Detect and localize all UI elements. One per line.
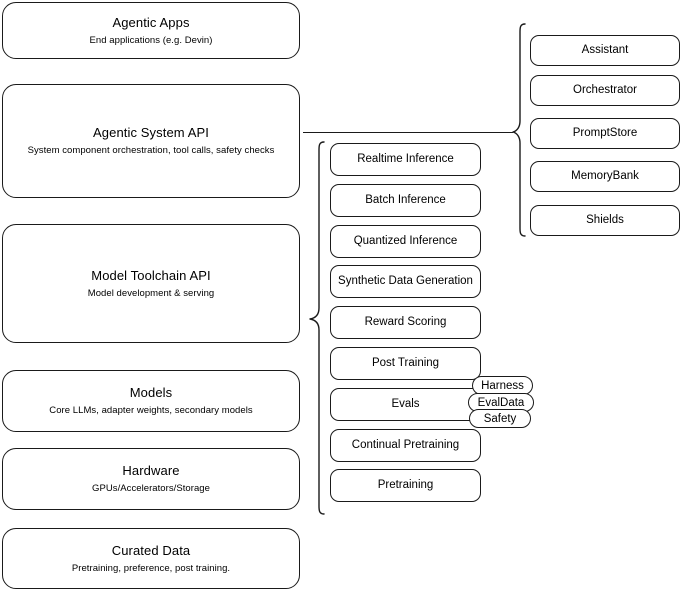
layer-title: Agentic System API (93, 125, 209, 140)
capability-box-realtime-inference[interactable]: Realtime Inference (330, 143, 481, 176)
eval-badge-label: Safety (483, 412, 517, 425)
capability-box-evals[interactable]: Evals (330, 388, 481, 421)
component-box-memorybank[interactable]: MemoryBank (530, 161, 680, 192)
layer-box-models[interactable]: Models Core LLMs, adapter weights, secon… (2, 370, 300, 432)
capability-box-batch-inference[interactable]: Batch Inference (330, 184, 481, 217)
capability-box-synthetic-data-generation[interactable]: Synthetic Data Generation (330, 265, 481, 298)
component-box-shields[interactable]: Shields (530, 205, 680, 236)
capability-label: Reward Scoring (364, 316, 447, 328)
eval-badge-label: EvalData (477, 396, 525, 409)
component-label: Shields (586, 214, 624, 226)
layer-title: Agentic Apps (112, 14, 190, 30)
layer-title: Model Toolchain API (91, 267, 211, 283)
layer-box-agentic-apps[interactable]: Agentic Apps End applications (e.g. Devi… (2, 2, 300, 59)
layer-subtitle: System component orchestration, tool cal… (27, 145, 275, 156)
brace-toolchain-capabilities (309, 141, 325, 515)
capability-box-pretraining[interactable]: Pretraining (330, 469, 481, 502)
capability-label: Realtime Inference (357, 153, 454, 165)
eval-badge-label: Harness (481, 379, 524, 392)
component-label: PromptStore (572, 127, 638, 139)
component-label: MemoryBank (571, 170, 639, 182)
layer-box-agentic-system-api[interactable]: Agentic System API System component orch… (2, 84, 300, 198)
layer-subtitle: Pretraining, preference, post training. (71, 562, 231, 574)
eval-badge-evaldata[interactable]: EvalData (468, 393, 534, 412)
capability-label: Synthetic Data Generation (338, 275, 473, 287)
layer-title: Models (129, 385, 173, 400)
capability-box-quantized-inference[interactable]: Quantized Inference (330, 225, 481, 258)
capability-box-post-training[interactable]: Post Training (330, 347, 481, 380)
capability-label: Quantized Inference (353, 235, 458, 247)
capability-label: Continual Pretraining (351, 439, 460, 451)
layer-subtitle: Model development & serving (87, 287, 215, 299)
layer-title: Hardware (122, 463, 180, 478)
layer-subtitle: Core LLMs, adapter weights, secondary mo… (49, 405, 253, 416)
component-box-promptstore[interactable]: PromptStore (530, 118, 680, 149)
capability-label: Batch Inference (365, 194, 446, 206)
capability-label: Pretraining (377, 479, 434, 491)
layer-title: Curated Data (111, 542, 191, 558)
layer-box-hardware[interactable]: Hardware GPUs/Accelerators/Storage (2, 448, 300, 510)
layer-subtitle: End applications (e.g. Devin) (89, 34, 213, 46)
component-label: Orchestrator (573, 84, 637, 96)
component-label: Assistant (581, 44, 629, 56)
component-box-orchestrator[interactable]: Orchestrator (530, 75, 680, 106)
layer-subtitle: GPUs/Accelerators/Storage (92, 483, 210, 494)
connector-agentic-system-to-components (303, 132, 513, 134)
brace-agentic-components (512, 23, 526, 237)
capability-box-reward-scoring[interactable]: Reward Scoring (330, 306, 481, 339)
capability-label: Post Training (371, 357, 440, 369)
layer-box-curated-data[interactable]: Curated Data Pretraining, preference, po… (2, 528, 300, 589)
component-box-assistant[interactable]: Assistant (530, 35, 680, 66)
capability-label: Evals (391, 398, 420, 410)
capability-box-continual-pretraining[interactable]: Continual Pretraining (330, 429, 481, 462)
layer-box-model-toolchain-api[interactable]: Model Toolchain API Model development & … (2, 224, 300, 343)
eval-badge-safety[interactable]: Safety (469, 409, 531, 428)
